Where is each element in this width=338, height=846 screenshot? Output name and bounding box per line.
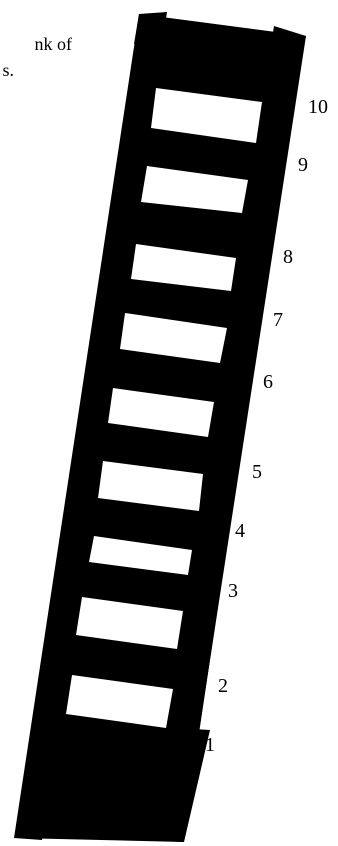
rung-label-4: 4	[235, 520, 245, 542]
rung-label-1: 1	[205, 734, 215, 756]
rung-label-9: 9	[298, 154, 308, 176]
rung-label-8: 8	[283, 246, 293, 268]
rung-label-7: 7	[273, 309, 283, 331]
rung-label-6: 6	[263, 371, 273, 393]
rung-label-5: 5	[252, 461, 262, 483]
rung-label-3: 3	[228, 580, 238, 602]
rung-label-10: 10	[308, 96, 328, 118]
rung-label-2: 2	[218, 675, 228, 697]
